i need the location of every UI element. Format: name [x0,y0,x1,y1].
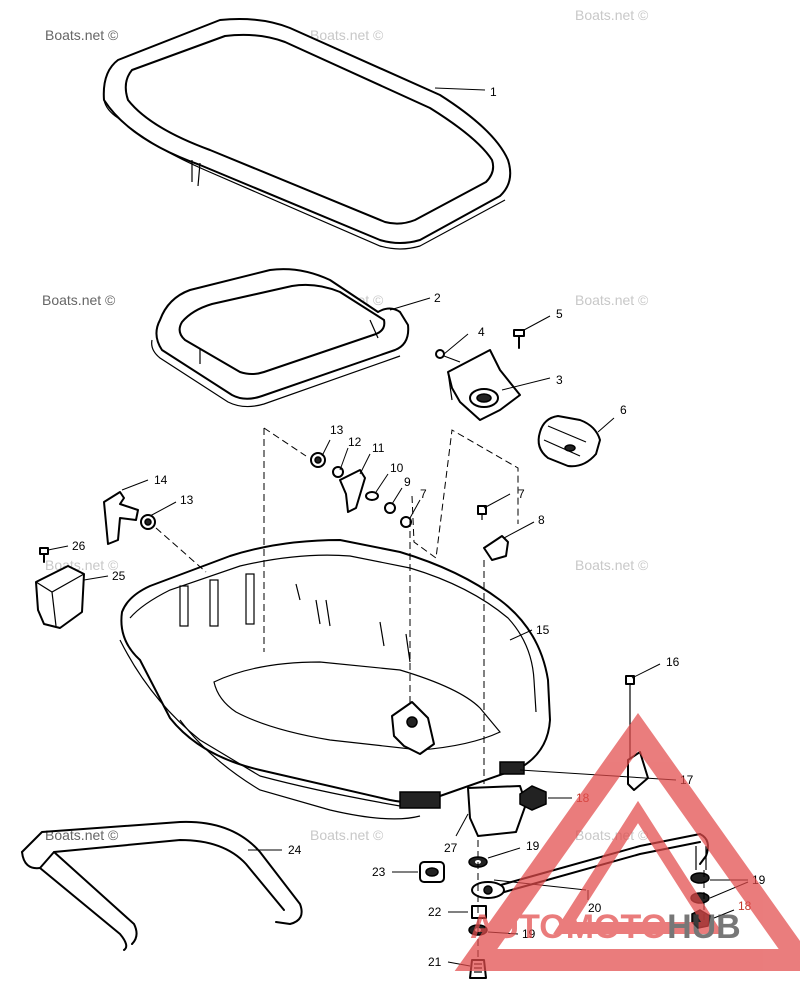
part-15-cowl [119,539,551,820]
logo-triangle-icon [454,713,800,971]
watermark: Boats.net © [575,557,649,573]
part-18-nut [519,785,547,811]
label-27: 27 [444,841,458,855]
part-4-screw [435,349,461,363]
logo-text: AUTOMOTOHUB [470,908,741,946]
label-1: 1 [490,85,497,99]
automotohub-logo: AUTOMOTOHUB [454,713,800,971]
watermark: Boats.net © [575,292,649,308]
part-14-handle [103,491,156,545]
label-24: 24 [288,843,302,857]
watermark: Boats.net © [45,27,119,43]
part-24-hose [21,820,303,951]
label-25: 25 [112,569,126,583]
part-25-cap [35,547,85,629]
label-9: 9 [404,475,411,489]
label-4: 4 [478,325,485,339]
part-27-plate [467,785,527,837]
part-23-grommet [419,861,445,883]
label-2: 2 [434,291,441,305]
label-8: 8 [538,513,545,527]
label-19a: 19 [526,839,540,853]
watermark: Boats.net © [310,827,384,843]
label-6: 6 [620,403,627,417]
watermark: Boats.net © [575,7,649,23]
label-13b: 13 [180,493,194,507]
label-14: 14 [154,473,168,487]
label-7a: 7 [420,487,427,501]
label-5: 5 [556,307,563,321]
logo-text-red: AUTOMOTO [470,908,667,946]
leader-lines [47,87,749,967]
latch-assembly [310,452,412,528]
label-13a: 13 [330,423,344,437]
watermark: Boats.net © [575,827,649,843]
label-26: 26 [72,539,86,553]
label-20: 20 [588,901,602,915]
label-3: 3 [556,373,563,387]
watermark: Boats.net © [42,292,116,308]
part-3-bracket [447,349,521,421]
watermark: Boats.net © [310,27,384,43]
label-23: 23 [372,865,386,879]
part-1-seal [102,18,512,250]
watermark: Boats.net © [45,557,119,573]
part-5-bolt [513,329,525,349]
label-22: 22 [428,905,442,919]
label-12: 12 [348,435,362,449]
label-16: 16 [666,655,680,669]
part-2-frame [151,268,410,408]
logo-text-dark: HUB [667,908,741,946]
label-7b: 7 [518,487,525,501]
part-labels: 1 2 3 4 5 6 13 12 11 10 9 7 14 13 7 8 26… [72,85,766,969]
logo-inner-triangle-icon [553,800,723,934]
label-10: 10 [390,461,404,475]
label-19c: 19 [522,927,536,941]
label-11: 11 [372,441,385,455]
part-8-bracket [477,505,509,561]
label-15: 15 [536,623,550,637]
label-21: 21 [428,955,442,969]
part-6-mount [537,415,601,468]
assembly-lines [155,427,705,960]
